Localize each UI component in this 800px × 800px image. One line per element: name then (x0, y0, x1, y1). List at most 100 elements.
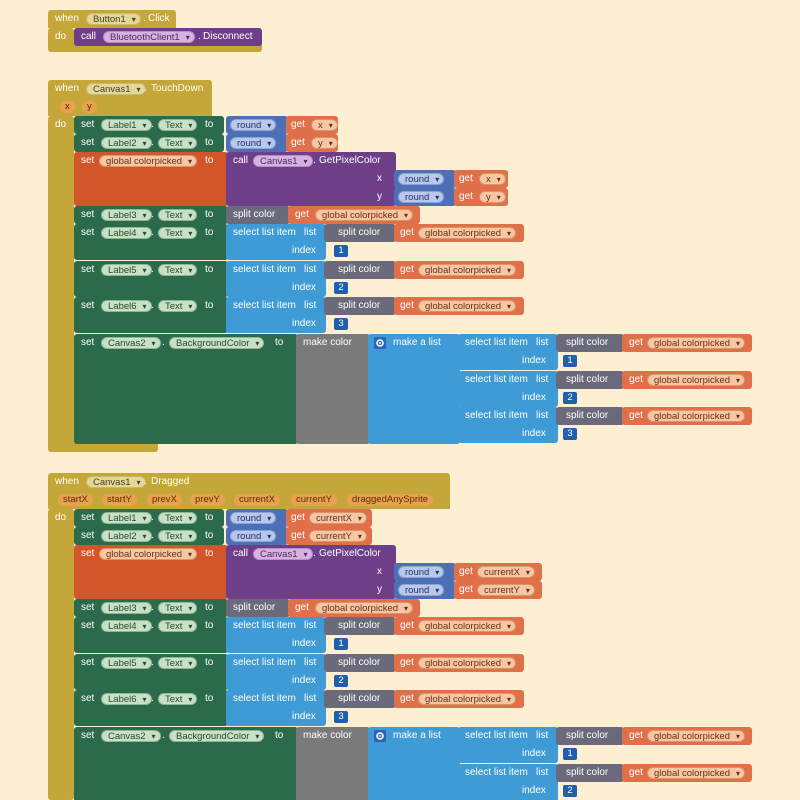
split-color-block[interactable] (556, 727, 624, 745)
component-dropdown-canvas1[interactable]: Canvas1 (253, 548, 313, 561)
round-dropdown[interactable]: round (230, 530, 277, 543)
get-dropdown-currenty[interactable]: currentY (309, 530, 367, 543)
param-starty[interactable]: startY (102, 494, 137, 506)
get-dropdown-x[interactable]: x (311, 119, 338, 132)
make-color-block[interactable] (296, 727, 370, 800)
split-color-block[interactable] (556, 407, 624, 425)
round-dropdown[interactable]: round (230, 512, 277, 525)
property-dropdown-text[interactable]: Text (158, 300, 198, 313)
property-dropdown-text[interactable]: Text (158, 693, 198, 706)
property-dropdown-text[interactable]: Text (158, 209, 198, 222)
global-var-dropdown[interactable]: global colorpicked (647, 767, 746, 780)
component-dropdown-canvas2[interactable]: Canvas2 (101, 730, 161, 743)
select-list-item-block[interactable] (226, 690, 326, 726)
component-dropdown-button1[interactable]: Button1 (86, 13, 141, 26)
param-currenty[interactable]: currentY (291, 494, 337, 506)
component-dropdown-label3[interactable]: Label3 (101, 602, 152, 615)
global-var-dropdown[interactable]: global colorpicked (99, 548, 198, 561)
component-dropdown-bluetoothclient1[interactable]: BluetoothClient1 (103, 31, 195, 44)
select-list-item-block[interactable] (458, 407, 558, 443)
select-list-item-block[interactable] (226, 654, 326, 690)
index-number[interactable]: 1 (334, 638, 348, 650)
component-dropdown-label1[interactable]: Label1 (101, 119, 152, 132)
global-var-dropdown[interactable]: global colorpicked (418, 693, 517, 706)
property-dropdown-text[interactable]: Text (158, 512, 198, 525)
global-var-dropdown[interactable]: global colorpicked (418, 264, 517, 277)
component-dropdown-label6[interactable]: Label6 (101, 693, 152, 706)
split-color-block[interactable] (324, 261, 396, 279)
round-dropdown[interactable]: round (398, 191, 445, 204)
make-a-list-block[interactable] (368, 334, 460, 444)
select-list-item-block[interactable] (458, 334, 558, 370)
property-dropdown-text[interactable]: Text (158, 657, 198, 670)
set-canvas2-bgcolor-block[interactable] (74, 334, 298, 444)
get-dropdown-currentx[interactable]: currentX (477, 566, 535, 579)
global-var-dropdown[interactable]: global colorpicked (418, 300, 517, 313)
component-dropdown-label2[interactable]: Label2 (101, 530, 152, 543)
select-list-item-block[interactable] (226, 617, 326, 653)
get-dropdown-currentx[interactable]: currentX (309, 512, 367, 525)
param-startx[interactable]: startX (58, 494, 93, 506)
global-var-dropdown[interactable]: global colorpicked (647, 337, 746, 350)
component-dropdown-label5[interactable]: Label5 (101, 264, 152, 277)
param-prevy[interactable]: prevY (190, 494, 225, 506)
param-y[interactable]: y (82, 101, 97, 113)
split-color-block[interactable] (324, 224, 396, 242)
global-var-dropdown[interactable]: global colorpicked (647, 374, 746, 387)
param-draggedanysprite[interactable]: draggedAnySprite (347, 494, 434, 506)
param-currentx[interactable]: currentX (234, 494, 280, 506)
property-dropdown-text[interactable]: Text (158, 620, 198, 633)
round-dropdown[interactable]: round (398, 584, 445, 597)
get-dropdown-y[interactable]: y (311, 137, 338, 150)
index-number[interactable]: 2 (563, 392, 577, 404)
component-dropdown-canvas2[interactable]: Canvas2 (101, 337, 161, 350)
round-dropdown[interactable]: round (230, 137, 277, 150)
index-number[interactable]: 3 (563, 428, 577, 440)
component-dropdown-label4[interactable]: Label4 (101, 620, 152, 633)
component-dropdown-label5[interactable]: Label5 (101, 657, 152, 670)
split-color-block[interactable] (324, 690, 396, 708)
make-color-block[interactable] (296, 334, 370, 444)
select-list-item-block[interactable] (226, 224, 326, 260)
global-var-dropdown[interactable]: global colorpicked (99, 155, 198, 168)
split-color-block[interactable] (226, 599, 290, 617)
component-dropdown-label4[interactable]: Label4 (101, 227, 152, 240)
param-x[interactable]: x (60, 101, 75, 113)
property-dropdown-backgroundcolor[interactable]: BackgroundColor (169, 730, 265, 743)
property-dropdown-text[interactable]: Text (158, 137, 198, 150)
global-var-dropdown[interactable]: global colorpicked (315, 209, 414, 222)
split-color-block[interactable] (556, 371, 624, 389)
round-dropdown[interactable]: round (398, 173, 445, 186)
select-list-item-block[interactable] (226, 297, 326, 333)
split-color-block[interactable] (226, 206, 290, 224)
index-number[interactable]: 2 (563, 785, 577, 797)
component-dropdown-canvas1[interactable]: Canvas1 (86, 476, 146, 489)
index-number[interactable]: 3 (334, 711, 348, 723)
property-dropdown-text[interactable]: Text (158, 602, 198, 615)
split-color-block[interactable] (324, 654, 396, 672)
global-var-dropdown[interactable]: global colorpicked (418, 657, 517, 670)
index-number[interactable]: 3 (334, 318, 348, 330)
get-dropdown-currenty[interactable]: currentY (477, 584, 535, 597)
global-var-dropdown[interactable]: global colorpicked (418, 620, 517, 633)
component-dropdown-label6[interactable]: Label6 (101, 300, 152, 313)
get-dropdown-y[interactable]: y (479, 191, 506, 204)
index-number[interactable]: 1 (334, 245, 348, 257)
select-list-item-block[interactable] (458, 371, 558, 407)
property-dropdown-text[interactable]: Text (158, 227, 198, 240)
select-list-item-block[interactable] (458, 727, 558, 763)
global-var-dropdown[interactable]: global colorpicked (647, 730, 746, 743)
index-number[interactable]: 2 (334, 675, 348, 687)
property-dropdown-text[interactable]: Text (158, 264, 198, 277)
gear-icon[interactable] (374, 337, 386, 349)
index-number[interactable]: 1 (563, 748, 577, 760)
global-var-dropdown[interactable]: global colorpicked (418, 227, 517, 240)
index-number[interactable]: 2 (334, 282, 348, 294)
select-list-item-block[interactable] (226, 261, 326, 297)
component-dropdown-label3[interactable]: Label3 (101, 209, 152, 222)
split-color-block[interactable] (556, 334, 624, 352)
select-list-item-block[interactable] (458, 764, 558, 800)
property-dropdown-backgroundcolor[interactable]: BackgroundColor (169, 337, 265, 350)
split-color-block[interactable] (556, 764, 624, 782)
round-dropdown[interactable]: round (398, 566, 445, 579)
